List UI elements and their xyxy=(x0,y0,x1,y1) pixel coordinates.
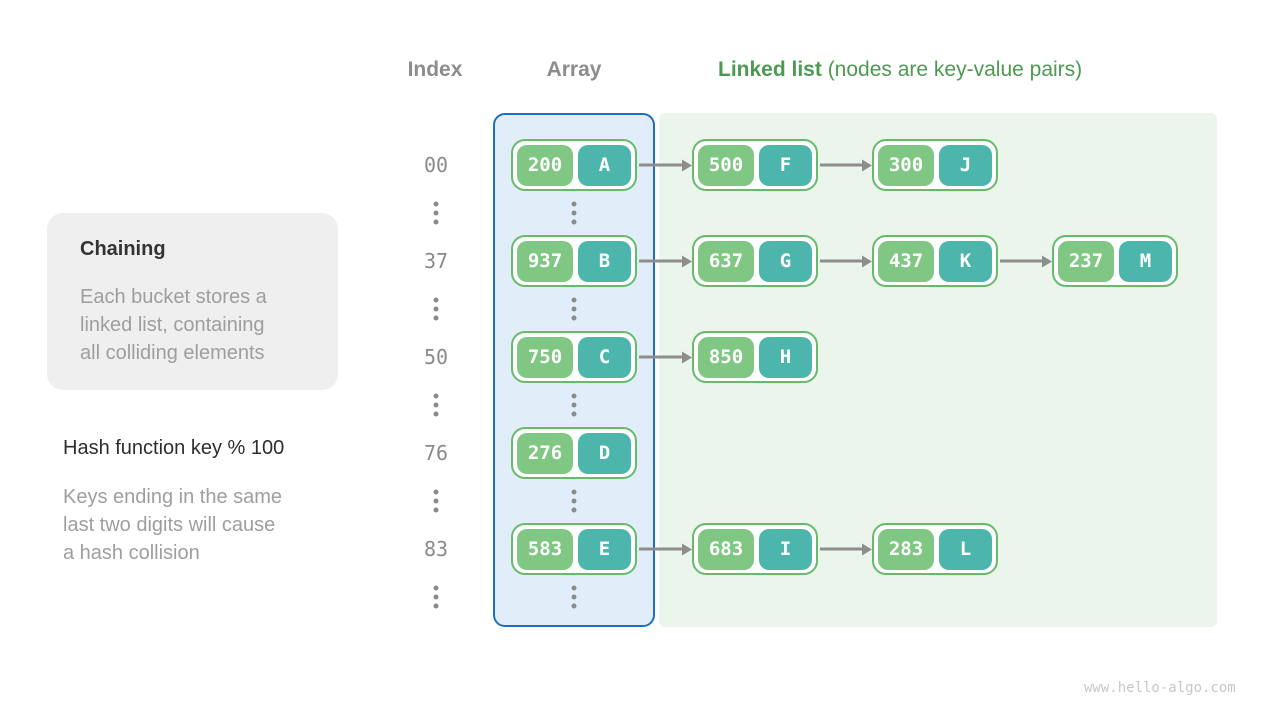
kv-node: 637 G xyxy=(692,235,818,287)
node-value: E xyxy=(578,528,631,570)
arrow-icon xyxy=(639,547,683,551)
linked-list-header: Linked list (nodes are key-value pairs) xyxy=(718,58,1082,82)
node-key: 200 xyxy=(517,144,573,186)
ellipsis-dots xyxy=(571,585,577,609)
node-key: 683 xyxy=(698,528,754,570)
kv-node: 276 D xyxy=(511,427,637,479)
chaining-note-line: linked list, containing xyxy=(80,314,265,336)
index-label: 37 xyxy=(423,249,449,273)
hash-function-body: Keys ending in the same last two digits … xyxy=(63,483,282,567)
node-value: M xyxy=(1119,240,1172,282)
node-value: C xyxy=(578,336,631,378)
kv-node: 750 C xyxy=(511,331,637,383)
node-value: J xyxy=(939,144,992,186)
arrow-icon xyxy=(820,547,863,551)
kv-node: 283 L xyxy=(872,523,998,575)
node-value: B xyxy=(578,240,631,282)
kv-node: 300 J xyxy=(872,139,998,191)
node-value: L xyxy=(939,528,992,570)
chaining-note-box xyxy=(47,213,338,390)
node-key: 300 xyxy=(878,144,934,186)
ellipsis-dots xyxy=(433,585,439,609)
ellipsis-dots xyxy=(571,489,577,513)
hash-function-title: Hash function key % 100 xyxy=(63,437,285,459)
arrow-icon xyxy=(639,163,683,167)
node-key: 437 xyxy=(878,240,934,282)
kv-node: 237 M xyxy=(1052,235,1178,287)
chaining-note-body: Each bucket stores a linked list, contai… xyxy=(80,283,267,367)
node-key: 850 xyxy=(698,336,754,378)
hash-function-line: last two digits will cause xyxy=(63,514,276,536)
index-label: 50 xyxy=(423,345,449,369)
index-header: Index xyxy=(407,58,463,81)
kv-node: 683 I xyxy=(692,523,818,575)
node-key: 583 xyxy=(517,528,573,570)
hash-function-line: a hash collision xyxy=(63,542,200,564)
index-label: 00 xyxy=(423,153,449,177)
node-value: D xyxy=(578,432,631,474)
arrow-icon xyxy=(820,163,863,167)
node-key: 283 xyxy=(878,528,934,570)
node-value: F xyxy=(759,144,812,186)
kv-node: 500 F xyxy=(692,139,818,191)
node-key: 237 xyxy=(1058,240,1114,282)
node-key: 637 xyxy=(698,240,754,282)
kv-node: 937 B xyxy=(511,235,637,287)
node-value: G xyxy=(759,240,812,282)
watermark: www.hello-algo.com xyxy=(1084,680,1236,696)
ellipsis-dots xyxy=(571,393,577,417)
ellipsis-dots xyxy=(571,201,577,225)
chaining-note-line: Each bucket stores a xyxy=(80,286,267,308)
node-key: 276 xyxy=(517,432,573,474)
arrow-icon xyxy=(820,259,863,263)
kv-node: 850 H xyxy=(692,331,818,383)
ellipsis-dots xyxy=(433,393,439,417)
hash-function-line: Keys ending in the same xyxy=(63,486,283,508)
arrow-icon xyxy=(1000,259,1043,263)
ellipsis-dots xyxy=(433,489,439,513)
node-key: 500 xyxy=(698,144,754,186)
kv-node: 583 E xyxy=(511,523,637,575)
kv-node: 437 K xyxy=(872,235,998,287)
index-label: 76 xyxy=(423,441,449,465)
arrow-icon xyxy=(639,355,683,359)
node-value: A xyxy=(578,144,631,186)
linked-list-header-note: (nodes are key-value pairs) xyxy=(821,58,1083,81)
kv-node: 200 A xyxy=(511,139,637,191)
node-value: H xyxy=(759,336,812,378)
node-value: I xyxy=(759,528,812,570)
node-value: K xyxy=(939,240,992,282)
chaining-note-title: Chaining xyxy=(80,238,166,260)
node-key: 937 xyxy=(517,240,573,282)
ellipsis-dots xyxy=(571,297,577,321)
index-label: 83 xyxy=(423,537,449,561)
chaining-note-line: all colliding elements xyxy=(80,342,265,364)
arrow-icon xyxy=(639,259,683,263)
ellipsis-dots xyxy=(433,201,439,225)
node-key: 750 xyxy=(517,336,573,378)
ellipsis-dots xyxy=(433,297,439,321)
array-header: Array xyxy=(546,58,602,81)
linked-list-header-bold: Linked list xyxy=(718,58,822,81)
